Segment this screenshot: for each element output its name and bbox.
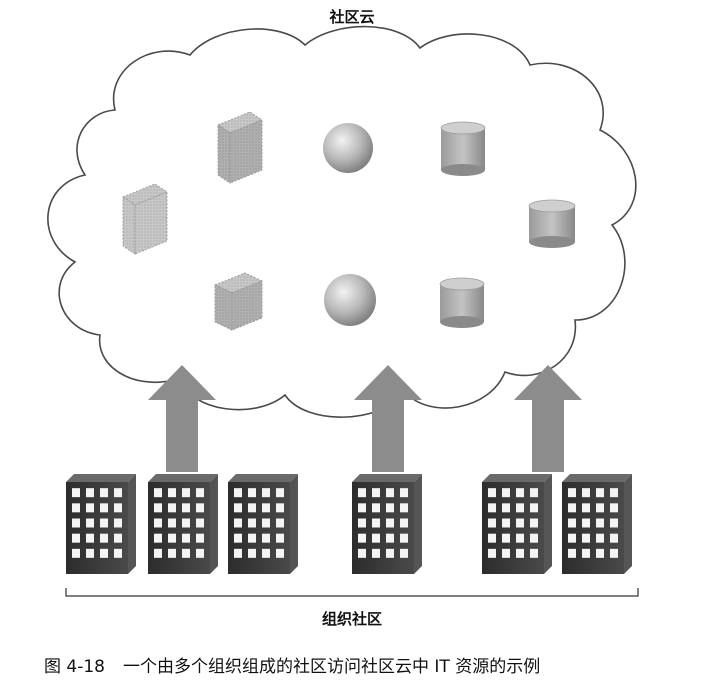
organization-community-label: 组织社区: [0, 608, 704, 629]
sphere-resource: [323, 123, 373, 173]
sphere-resource: [324, 274, 376, 326]
organization-building: [352, 474, 422, 574]
cube-resource: [123, 184, 167, 254]
organization-building: [482, 474, 552, 574]
figure-caption-text: 一个由多个组织组成的社区访问社区云中 IT 资源的示例: [123, 657, 540, 677]
cylinder-resource: [441, 122, 485, 176]
organization-building: [66, 474, 136, 574]
organization-building: [228, 474, 298, 574]
cylinder-resource: [440, 278, 484, 328]
cylinder-resource: [529, 200, 575, 248]
organization-building: [562, 474, 632, 574]
figure-number: 图 4-18: [44, 657, 105, 677]
figure-caption: 图 4-18 一个由多个组织组成的社区访问社区云中 IT 资源的示例: [44, 652, 540, 677]
upward-arrow: [514, 365, 582, 472]
organization-building: [148, 474, 218, 574]
cube-resource: [218, 112, 262, 183]
community-bracket: [66, 588, 638, 596]
